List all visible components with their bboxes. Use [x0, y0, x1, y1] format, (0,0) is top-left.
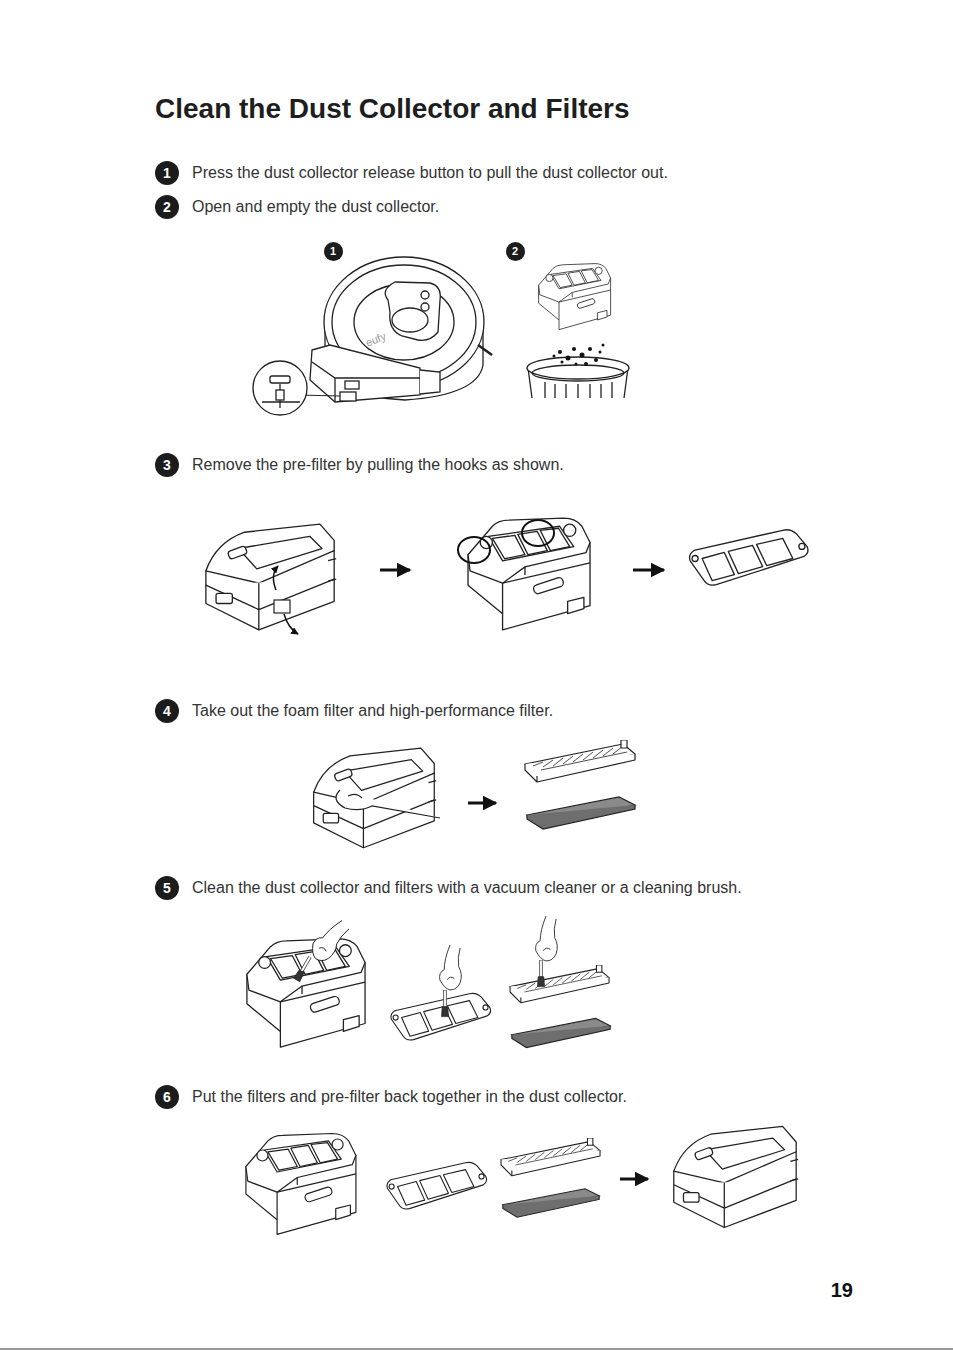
page-rule [0, 1349, 953, 1350]
number-text: 2 [512, 246, 518, 257]
step-number: 1 [155, 161, 179, 185]
step-instruction: Put the filters and pre-filter back toge… [192, 1087, 627, 1107]
brand-logo: eufy [362, 326, 389, 352]
number-text: 3 [163, 458, 171, 472]
callout-number: 2 [506, 242, 525, 261]
number-text: 6 [163, 1090, 171, 1104]
callout-number: 1 [324, 242, 343, 261]
trash-bin [527, 357, 629, 398]
step-number: 3 [155, 453, 179, 477]
step-instruction: Press the dust collector release button … [192, 163, 668, 183]
number-text: 1 [163, 166, 171, 180]
number-text: 2 [163, 200, 171, 214]
step-number: 6 [155, 1085, 179, 1109]
page-number: 19 [831, 1280, 853, 1300]
page-title: Clean the Dust Collector and Filters [155, 92, 630, 126]
dust-debris [553, 344, 605, 367]
number-text: 5 [163, 881, 171, 895]
number-text: 1 [330, 246, 336, 257]
step-number: 5 [155, 876, 179, 900]
step-instruction: Open and empty the dust collector. [192, 197, 439, 217]
step-number: 2 [155, 195, 179, 219]
robot-vacuum [253, 257, 492, 415]
step-instruction: Take out the foam filter and high-perfor… [192, 701, 553, 721]
step-instruction: Clean the dust collector and filters wit… [192, 878, 742, 898]
number-text: 4 [163, 704, 171, 718]
step-instruction: Remove the pre-filter by pulling the hoo… [192, 455, 564, 475]
step-number: 4 [155, 699, 179, 723]
